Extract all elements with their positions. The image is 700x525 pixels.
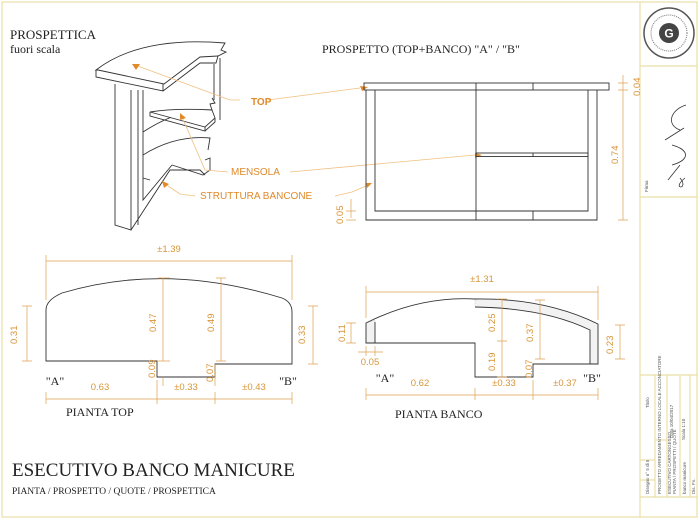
sheet-title: ESECUTIVO BANCO MANICURE: [12, 460, 295, 481]
banco-label-b: "B": [583, 371, 601, 385]
firma-label: Firma: [644, 180, 649, 192]
dim-overall: ±1.39: [157, 244, 181, 255]
dim-right-center-depth: 0.49: [206, 314, 217, 333]
project-name: PROGETTO ARREDAMENTO INTERNO LOCALE ACCO…: [657, 356, 662, 494]
plan-banco-dimensions: [346, 286, 625, 400]
prospettica-subtitle: fuori scala: [10, 42, 61, 56]
dim-right-depth: 0.33: [297, 326, 308, 345]
elevation-view: [363, 82, 610, 221]
dim-banco-right-length: ±0.37: [553, 378, 577, 389]
callout-mensola: MENSOLA: [231, 167, 280, 178]
callout-leaders: [132, 64, 482, 197]
project-line2: ESECUTIVO CARTONGESSO: [667, 431, 672, 494]
dim-banco-notch-length: ±0.33: [492, 378, 516, 389]
dim-banco-left-depth: 0.11: [337, 324, 348, 342]
plan-top-view: [45, 278, 293, 378]
project-item: banco manicure: [682, 461, 687, 494]
dim-right-length: ±0.43: [242, 382, 266, 393]
drawing-date: Data 10/04/2017: [669, 404, 674, 438]
prospettica-title: PROSPETTICA: [10, 27, 97, 42]
elevation-dimensions: [346, 75, 628, 221]
prospetto-title: PROSPETTO (TOP+BANCO) "A" / "B": [322, 42, 520, 56]
dim-notch-right: 0.07: [205, 364, 216, 383]
plan-top-dimensions: [22, 255, 318, 404]
dim-top-thickness: 0.04: [632, 78, 643, 97]
dim-notch-left: 0.09: [147, 360, 158, 379]
dim-center-depth: 0.47: [148, 314, 159, 333]
plan-banco-title: PIANTA BANCO: [395, 407, 483, 421]
dim-banco-lower: 0.19: [487, 353, 498, 372]
dim-base: 0.05: [335, 206, 346, 225]
label-a: "A": [46, 374, 65, 388]
drawing-scale: Scala 1:10: [681, 418, 686, 440]
sheet-subtitle: PIANTA / PROSPETTO / QUOTE / PROSPETTICA: [12, 487, 216, 497]
banco-label-a: "A": [376, 371, 395, 385]
project-line3: PIANTA / PROSPETTI / QUOTE: [672, 429, 677, 494]
plan-banco-view: [365, 298, 599, 378]
dim-banco-overall: ±1.31: [470, 274, 494, 285]
dim-banco-notch-right: 0.07: [524, 360, 535, 379]
seal-logo: G: [643, 7, 695, 59]
dim-left-length: 0.63: [91, 382, 110, 393]
dim-height: 0.74: [610, 146, 621, 165]
signature: [664, 104, 687, 188]
dim-notch-length: ±0.33: [174, 382, 198, 393]
dim-banco-right-center: 0.37: [525, 324, 536, 343]
dim-banco-right-depth: 0.23: [605, 336, 616, 355]
drawing-number: Disegno n° 5 di 5: [645, 459, 650, 494]
callout-top: TOP: [251, 97, 272, 108]
dim-banco-upper: 0.25: [487, 314, 498, 333]
titolo-label: Titolo: [645, 397, 650, 408]
drawing-author: Dis. Fo.: [691, 478, 696, 494]
callout-struttura-bancone: STRUTTURA BANCONE: [200, 191, 313, 202]
svg-text:G: G: [664, 27, 673, 41]
label-b: "B": [279, 374, 297, 388]
dim-banco-left-length: 0.62: [411, 378, 430, 389]
dim-left-depth: 0.31: [9, 326, 20, 345]
dim-banco-wall: 0.05: [361, 357, 380, 368]
plan-top-title: PIANTA TOP: [66, 405, 134, 419]
title-block: G Firma Titolo PROGETTO ARREDAMENTO INTE…: [639, 2, 697, 517]
